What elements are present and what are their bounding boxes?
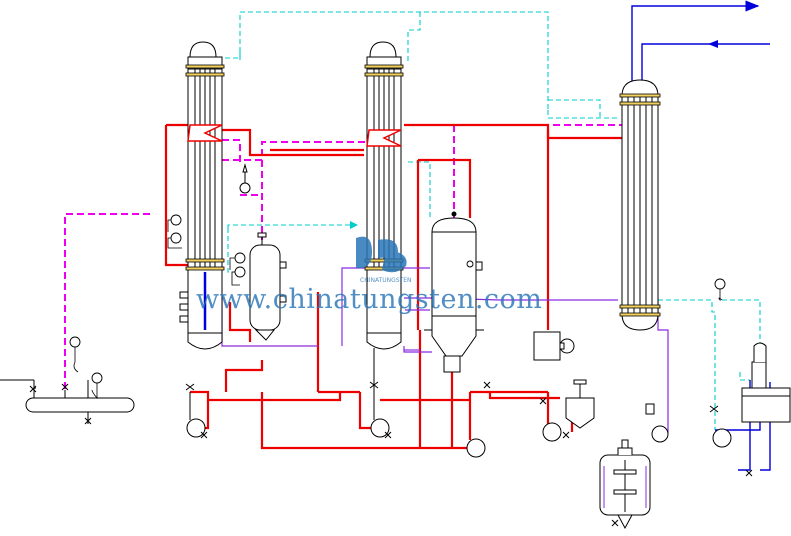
- pump-3: [466, 438, 486, 458]
- preheater: [239, 163, 251, 194]
- gauge: [466, 260, 474, 268]
- gauge: [234, 252, 246, 264]
- watermark-url: www.chinatungsten.com: [196, 284, 543, 315]
- seal-water-tank: [741, 342, 791, 477]
- gauge-stems: [73, 219, 723, 400]
- separator-2: [424, 211, 484, 373]
- condenser: [621, 79, 659, 331]
- evaporator-2-heater: [366, 129, 402, 147]
- logo-caption: CHINATUNGSTEN: [360, 277, 412, 284]
- gauge: [91, 372, 103, 384]
- chinatungsten-logo-icon: [356, 236, 407, 273]
- valve: [709, 405, 719, 413]
- valve: [369, 381, 379, 389]
- pump-6: [712, 428, 732, 448]
- gauges: [69, 214, 726, 384]
- valve: [539, 397, 547, 405]
- gauge: [714, 278, 726, 290]
- stirred-tank: [599, 439, 651, 530]
- cooling-flow-arrow: [350, 221, 358, 229]
- evaporator-1-flanges: [185, 64, 225, 271]
- cooling-return-arrow: [708, 40, 718, 48]
- gauge: [234, 266, 246, 278]
- gauge: [69, 336, 81, 348]
- pump-5: [645, 403, 669, 443]
- evaporator-1: [179, 41, 223, 350]
- steam-header: [0, 379, 135, 425]
- gauge: [170, 232, 182, 244]
- pump-1: [186, 392, 208, 439]
- gauge: [170, 214, 182, 226]
- receiver-tank: [565, 379, 595, 429]
- valve: [185, 383, 195, 391]
- cooling-water-lines: [225, 11, 761, 430]
- pump-4: [542, 422, 570, 442]
- valves: [185, 381, 719, 413]
- evaporator-2: [366, 41, 402, 350]
- pump-2: [370, 348, 392, 439]
- vapor-process-lines: [164, 123, 625, 450]
- valve: [483, 381, 491, 389]
- evaporator-1-head: [189, 41, 217, 58]
- condenser-flanges: [619, 93, 661, 317]
- separator-1: [249, 232, 287, 341]
- vacuum-pump: [533, 331, 575, 361]
- evaporator-1-heater: [187, 124, 223, 142]
